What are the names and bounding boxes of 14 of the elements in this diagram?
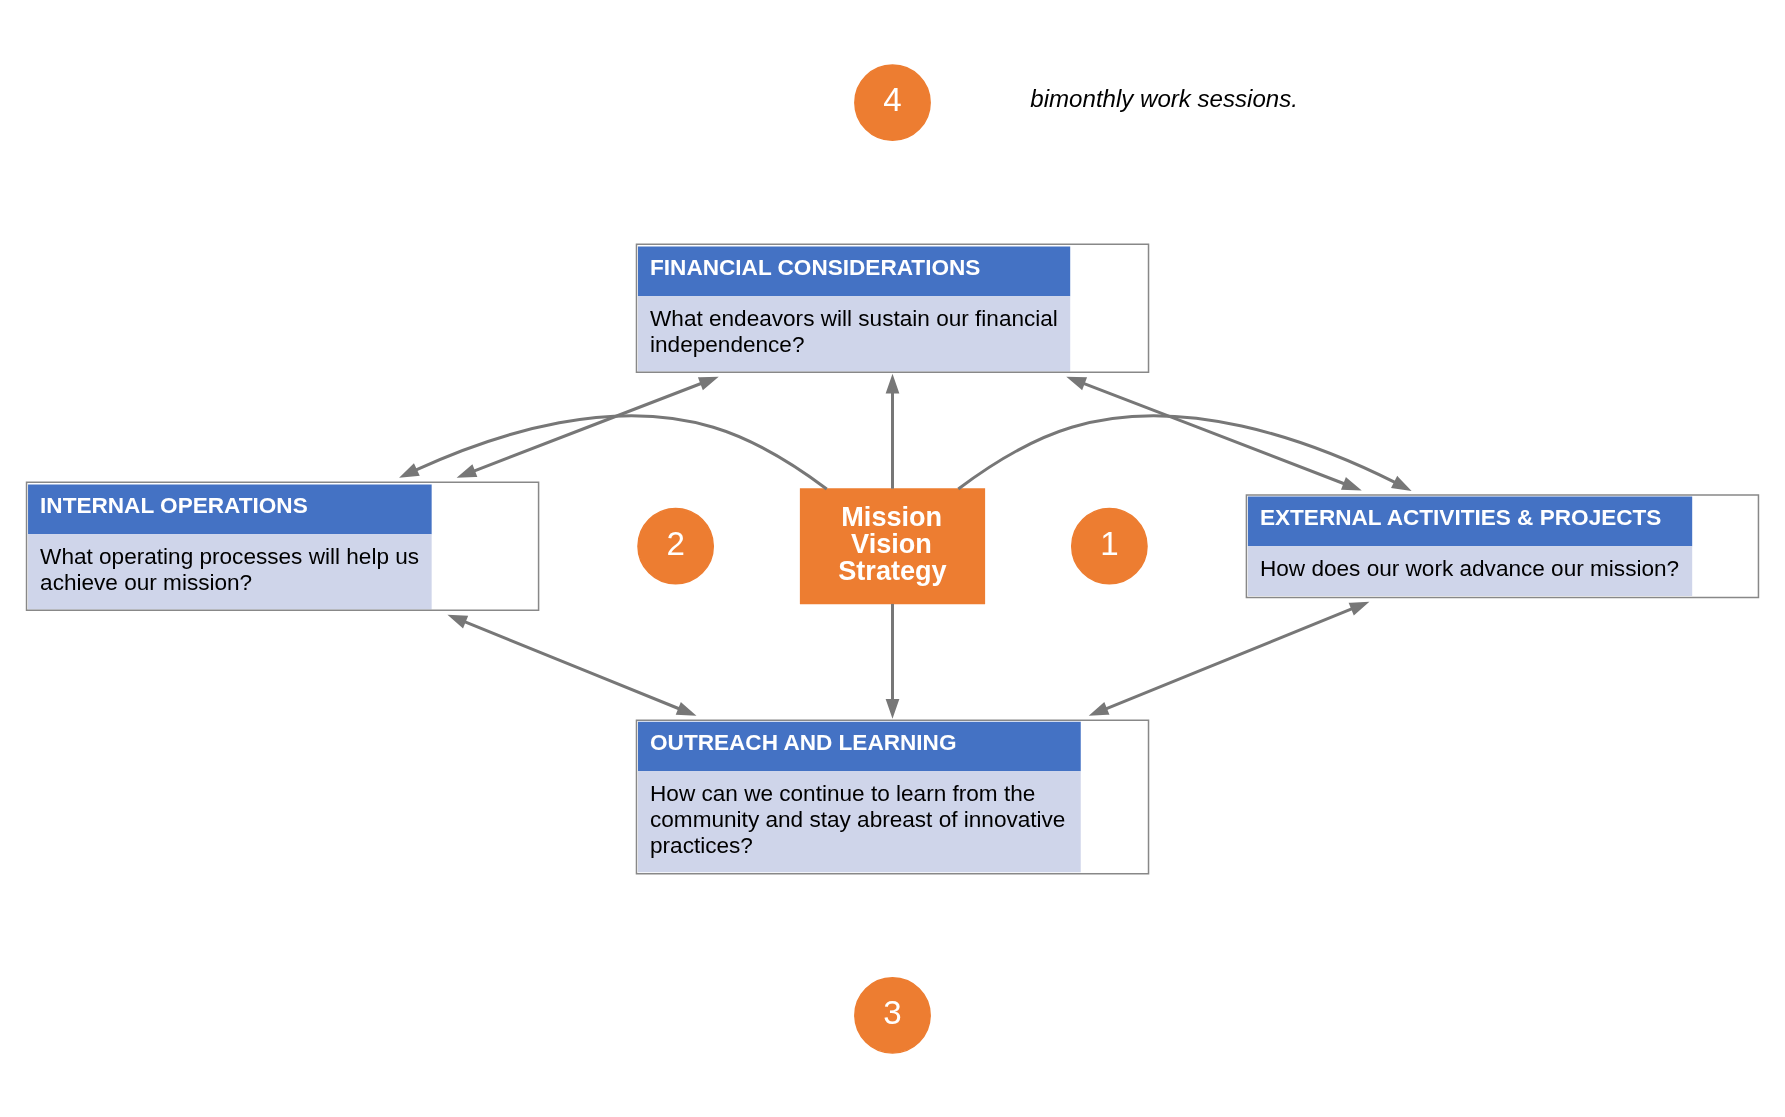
arrow xyxy=(885,373,900,489)
node-circle: 1 xyxy=(1070,507,1148,585)
node-circle: 4 xyxy=(854,63,931,141)
arrow xyxy=(1066,376,1362,490)
arrow xyxy=(399,413,828,490)
label: bimonthly work sessions. xyxy=(1030,84,1298,112)
arrow xyxy=(957,413,1412,491)
arrow xyxy=(885,603,900,719)
node-circle: 3 xyxy=(854,976,931,1054)
arrow xyxy=(456,376,719,478)
node-circle: 2 xyxy=(637,507,715,585)
arrow xyxy=(1088,601,1370,716)
node-box: Mission Vision Strategy xyxy=(799,487,986,604)
arrow xyxy=(447,614,697,716)
